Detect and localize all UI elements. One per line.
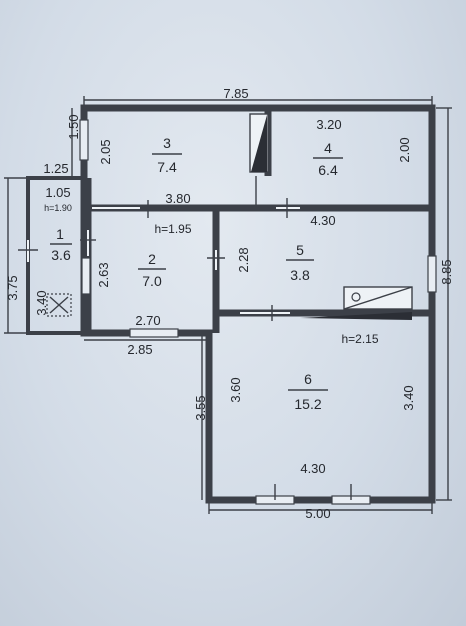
- room-number: 3: [163, 135, 171, 151]
- room-area: 7.0: [142, 273, 162, 289]
- room-area: 15.2: [294, 396, 321, 412]
- room-number: 4: [324, 140, 332, 156]
- vestibule-fixture: [46, 293, 72, 317]
- dim-room6-left-outer: 3.55: [193, 395, 208, 420]
- dim-room2-height: 2.63: [96, 262, 111, 287]
- window: [427, 255, 437, 293]
- room-label-4: 4 6.4: [313, 140, 343, 178]
- dim-bottom-overall: 5.00: [305, 506, 330, 521]
- dim-room4-height: 2.00: [397, 137, 412, 162]
- window: [81, 257, 91, 295]
- dim-vestibule-top: 1.25: [43, 161, 68, 176]
- dim-room5-top: 4.30: [310, 213, 335, 228]
- dim-room3-left-inner: 2.05: [98, 139, 113, 164]
- dim-vestibule-height: 3.40: [34, 290, 49, 315]
- fixture-cross: [49, 296, 69, 314]
- stair-fill: [300, 312, 412, 320]
- room-number: 5: [296, 242, 304, 258]
- room-number: 1: [56, 226, 64, 242]
- dim-room3-left-outer: 1.50: [66, 114, 81, 139]
- dim-room5-height: 2.28: [236, 247, 251, 272]
- window: [79, 119, 89, 161]
- sink-diagonal: [343, 286, 413, 310]
- dim-room2-bottom-outer: 2.85: [127, 342, 152, 357]
- dim-room6-bottom-inner: 4.30: [300, 461, 325, 476]
- room-label-6: 6 15.2: [288, 371, 328, 412]
- window: [129, 328, 179, 338]
- room-area: 3.8: [290, 267, 310, 283]
- room-number: 2: [148, 251, 156, 267]
- height-room6: h=2.15: [341, 332, 378, 346]
- room-area: 7.4: [157, 159, 177, 175]
- room-label-3: 3 7.4: [152, 135, 182, 175]
- dim-room4-width: 3.20: [316, 117, 341, 132]
- height-vestibule: h=1.90: [44, 203, 72, 213]
- dim-top-overall: 7.85: [223, 86, 248, 101]
- dim-left-overall: 3.75: [5, 275, 20, 300]
- room-area: 6.4: [318, 162, 338, 178]
- dim-room2-top: 3.80: [165, 191, 190, 206]
- room-label-5: 5 3.8: [286, 242, 314, 283]
- room-number: 6: [304, 371, 312, 387]
- dim-room2-bottom-inner: 2.70: [135, 313, 160, 328]
- dim-room6-right: 3.40: [401, 385, 416, 410]
- room-label-1: 1 3.6: [50, 226, 72, 263]
- dim-right-overall: 8.85: [439, 259, 454, 284]
- room-area: 3.6: [51, 247, 71, 263]
- sink-drain: [351, 292, 361, 302]
- dim-vestibule-width: 1.05: [45, 185, 70, 200]
- height-room2: h=1.95: [154, 222, 191, 236]
- stove-fill: [251, 115, 267, 172]
- room-label-2: 2 7.0: [138, 251, 166, 289]
- dim-room6-left-inner: 3.60: [228, 377, 243, 402]
